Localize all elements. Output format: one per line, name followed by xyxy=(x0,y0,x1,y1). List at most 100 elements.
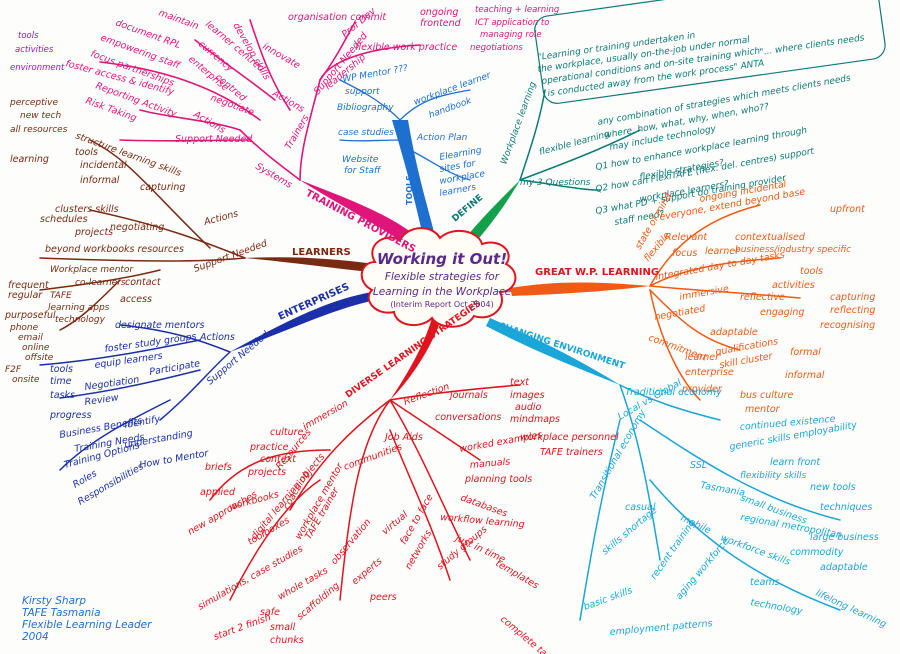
node-changing-local-global: Local vs Global xyxy=(616,377,684,423)
node-tp-flex-practice: flexible work practice xyxy=(355,42,457,53)
node-diverse-simulations: simulations, case studies xyxy=(196,543,305,612)
node-diverse-text: text xyxy=(510,377,530,388)
node-tp-teach-learn: teaching + learning xyxy=(475,5,560,15)
node-diverse-applied: applied xyxy=(200,487,236,498)
node-great-learner: learner xyxy=(705,246,740,257)
node-diverse-images: images xyxy=(510,390,545,401)
node-learners-frequent: frequent xyxy=(8,280,50,291)
node-diverse-culture: culture xyxy=(270,427,304,438)
branch-enterprises xyxy=(230,292,375,352)
great-leaves: state of mind ongoing incidental everyon… xyxy=(633,179,875,415)
node-changing-ssl: SSL xyxy=(690,460,707,471)
node-changing-learn-front: learn front xyxy=(770,457,821,468)
node-enterprises-identify: Identify xyxy=(124,414,162,431)
node-changing-commodity: commodity xyxy=(790,547,844,558)
node-tp-managing: managing role xyxy=(480,30,542,40)
node-learners-all-resources: all resources xyxy=(10,125,68,135)
node-changing-technology: technology xyxy=(749,597,803,617)
node-changing-teams: teams xyxy=(750,577,780,588)
node-diverse-mindmaps: mindmaps xyxy=(510,414,560,425)
node-learners-online: online xyxy=(22,343,50,353)
node-enterprises-designate-mentors: designate mentors xyxy=(115,320,204,331)
center-title-block: Working it Out! Flexible strategies for … xyxy=(372,250,512,309)
node-learners-f2f: F2F xyxy=(5,365,22,375)
node-learners-tafe: TAFE xyxy=(50,291,72,301)
node-learners-projects: projects xyxy=(74,227,113,238)
node-changing-large-business: large business xyxy=(810,532,879,543)
node-tp-maintain: maintain xyxy=(157,7,200,32)
author-org: TAFE Tasmania xyxy=(22,607,101,619)
branch-great xyxy=(510,282,650,296)
define-leaves: "Learning or training undertaken in the … xyxy=(499,0,886,228)
node-learners-purposeful: purposeful xyxy=(4,310,56,321)
node-diverse-projects: projects xyxy=(247,467,286,478)
node-diverse-communities: communities xyxy=(342,441,403,472)
label-great: GREAT W.P. LEARNING xyxy=(535,267,659,278)
author-block: Kirsty Sharp TAFE Tasmania Flexible Lear… xyxy=(22,595,162,643)
node-enterprises-time: time xyxy=(50,376,72,387)
node-great-enterprise: enterprise xyxy=(685,367,734,378)
node-great-reflective: reflective xyxy=(740,292,785,303)
node-tools-support: support xyxy=(345,87,380,97)
node-enterprises-tasks: tasks xyxy=(50,390,75,401)
branch-learners xyxy=(245,257,374,272)
node-great-informal: informal xyxy=(785,370,825,381)
node-diverse-immersion: immersion xyxy=(301,398,350,433)
node-great-focus: focus xyxy=(672,248,697,259)
label-changing: CHANGING ENVIRONMENT xyxy=(497,321,627,372)
node-diverse-tafe-trainers: TAFE trainers xyxy=(540,447,603,458)
branch-tools xyxy=(392,120,440,260)
node-diverse-workplace-personnel: workplace personnel xyxy=(520,432,619,443)
diverse-leaves: immersion Resources Reflection Job Aids … xyxy=(186,377,619,654)
node-great-adaptable: adaptable xyxy=(710,327,758,338)
node-tp-support-needed1: Support Needed xyxy=(175,134,253,145)
node-diverse-complete-tasks: complete tasks xyxy=(498,614,561,654)
branch-changing xyxy=(486,318,620,385)
node-tp-org-commit: organisation commit xyxy=(288,12,387,23)
changing-leaves: Traditional economy Local vs Global Tran… xyxy=(582,377,888,638)
node-learners-informal: informal xyxy=(80,175,120,186)
node-great-capturing: capturing xyxy=(830,292,875,303)
node-changing-recent-training: recent training xyxy=(648,518,697,582)
node-learners-actions: Actions xyxy=(202,208,240,228)
node-learners-new-tech: new tech xyxy=(20,111,61,121)
node-learners-technology: technology xyxy=(55,315,106,325)
node-great-business: business/industry specific xyxy=(735,245,851,255)
node-learners-support-needed: Support Needed xyxy=(192,238,269,275)
node-diverse-chunks: chunks xyxy=(270,635,304,646)
node-learners-negotiating: negotiating xyxy=(110,222,164,233)
node-changing-employment: employment patterns xyxy=(609,618,713,638)
node-great-tools: tools xyxy=(800,266,823,277)
node-learners-access: access xyxy=(120,294,152,305)
node-define-def5: "... where clients needs xyxy=(759,33,865,58)
node-diverse-observation: observation xyxy=(329,517,374,567)
node-enterprises-tools: tools xyxy=(50,364,73,375)
node-diverse-journals: journals xyxy=(448,390,488,401)
branch-diverse xyxy=(390,318,440,400)
node-define-flexible-learning: flexible learning xyxy=(538,129,611,158)
node-diverse-practice: practice xyxy=(249,442,289,453)
center-subtitle-3: (Interim Report Oct 2004) xyxy=(390,300,494,309)
author-role: Flexible Learning Leader xyxy=(22,619,152,631)
node-diverse-safe: safe xyxy=(260,607,280,618)
node-changing-basic-skills: basic skills xyxy=(582,585,634,613)
node-diverse-experts: experts xyxy=(350,556,385,588)
node-tp-environment: environment xyxy=(10,63,65,73)
node-great-activities: activities xyxy=(772,280,815,291)
author-year: 2004 xyxy=(22,631,49,643)
node-great-provider: provider xyxy=(681,384,723,395)
node-great-mentor: mentor xyxy=(745,404,781,415)
node-diverse-job-aids: Job Aids xyxy=(383,432,423,443)
node-great-upfront: upfront xyxy=(830,204,866,215)
node-learners-capturing: capturing xyxy=(140,182,185,193)
node-tp-tools: tools xyxy=(18,31,39,41)
node-great-bus-culture: bus culture xyxy=(740,390,794,401)
node-learners-co-learners: co-learners xyxy=(75,278,126,288)
label-tools: TOOLS xyxy=(405,175,414,205)
node-changing-techniques: techniques xyxy=(820,502,872,513)
node-changing-adaptable: adaptable xyxy=(820,562,868,573)
node-learners-offsite: offsite xyxy=(25,353,54,363)
label-learners: LEARNERS xyxy=(292,247,351,258)
node-great-immersive: immersive xyxy=(679,283,730,303)
